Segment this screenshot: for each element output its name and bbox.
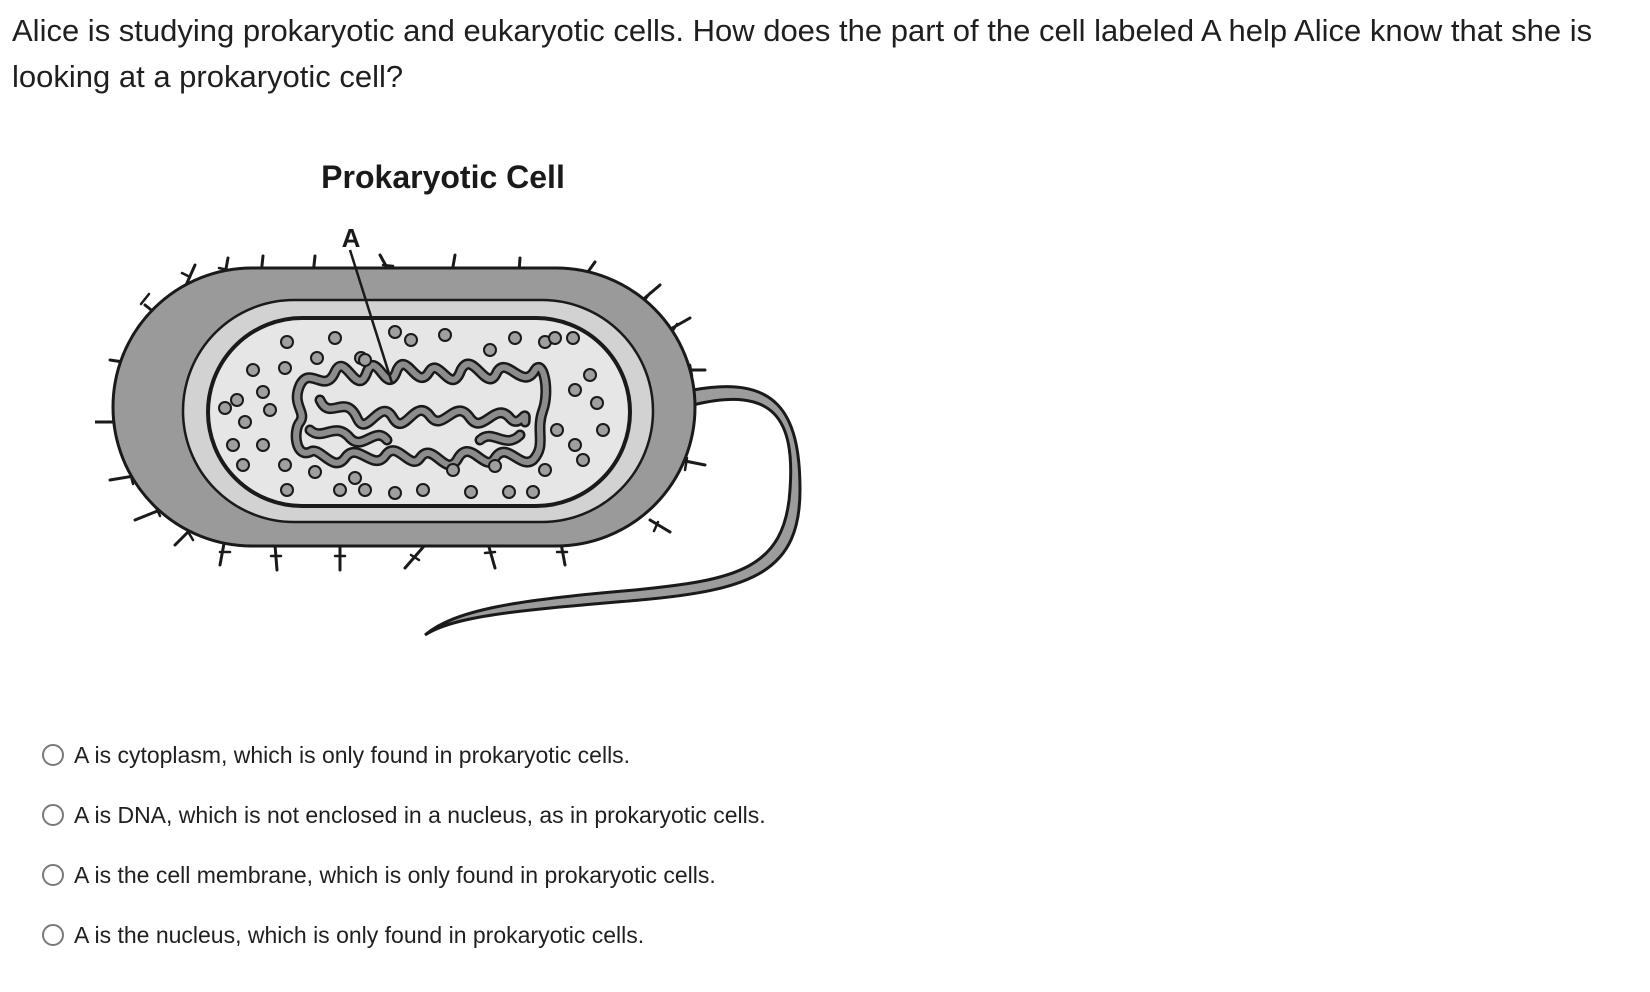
answer-option-3[interactable]: A is the cell membrane, which is only fo…: [42, 860, 766, 890]
ribosome: [576, 453, 590, 467]
option-label: A is DNA, which is not enclosed in a nuc…: [74, 801, 766, 828]
ribosome: [526, 485, 540, 499]
ribosome: [596, 423, 610, 437]
ribosome: [388, 486, 402, 500]
ribosome: [568, 383, 582, 397]
radio-button[interactable]: [42, 744, 64, 766]
radio-button[interactable]: [42, 924, 64, 946]
label-a: A: [342, 223, 361, 253]
ribosome: [488, 459, 502, 473]
label-a-pointer: [348, 249, 394, 384]
ribosome: [538, 463, 552, 477]
question-text: Alice is studying prokaryotic and eukary…: [12, 13, 1593, 94]
ribosome: [226, 438, 240, 452]
ribosome: [590, 396, 604, 410]
ribosome: [310, 351, 324, 365]
ribosome: [446, 463, 460, 477]
option-label: A is the cell membrane, which is only fo…: [74, 861, 716, 888]
flagellum: [424, 385, 802, 637]
ribosome: [236, 458, 250, 472]
ribosome: [256, 385, 270, 399]
nucleoid-dna: [290, 358, 552, 471]
radio-button[interactable]: [42, 864, 64, 886]
ribosome: [416, 483, 430, 497]
ribosome: [568, 438, 582, 452]
ribosome: [238, 415, 252, 429]
ribosome: [464, 485, 478, 499]
ribosome: [263, 403, 277, 417]
ribosome: [566, 331, 580, 345]
option-label: A is the nucleus, which is only found in…: [74, 921, 645, 948]
answer-option-2[interactable]: A is DNA, which is not enclosed in a nuc…: [42, 800, 766, 830]
ribosome: [230, 393, 244, 407]
ribosomes: [218, 325, 610, 500]
ribosome: [280, 335, 294, 349]
diagram-title: Prokaryotic Cell: [321, 160, 565, 195]
ribosome: [278, 458, 292, 472]
ribosome: [358, 483, 372, 497]
cell-illustration: Prokaryotic Cell: [95, 160, 802, 637]
ribosome: [328, 331, 342, 345]
ribosome: [388, 325, 402, 339]
ribosome: [256, 438, 270, 452]
ribosome: [358, 353, 372, 367]
answer-option-1[interactable]: A is cytoplasm, which is only found in p…: [42, 740, 766, 770]
ribosome: [246, 363, 260, 377]
ribosome: [438, 328, 452, 342]
ribosome: [280, 483, 294, 497]
ribosome: [404, 333, 418, 347]
ribosome: [502, 485, 516, 499]
ribosome: [508, 331, 522, 345]
radio-button[interactable]: [42, 804, 64, 826]
ribosome: [550, 423, 564, 437]
ribosome: [278, 361, 292, 375]
ribosome: [548, 331, 562, 345]
prokaryotic-cell-diagram: Prokaryotic Cell: [95, 160, 855, 680]
ribosome: [218, 401, 232, 415]
ribosome: [308, 465, 322, 479]
ribosome: [348, 471, 362, 485]
ribosome: [583, 368, 597, 382]
answer-options: A is cytoplasm, which is only found in p…: [42, 740, 766, 980]
answer-option-4[interactable]: A is the nucleus, which is only found in…: [42, 920, 766, 950]
option-label: A is cytoplasm, which is only found in p…: [74, 741, 631, 768]
ribosome: [483, 343, 497, 357]
ribosome: [333, 483, 347, 497]
